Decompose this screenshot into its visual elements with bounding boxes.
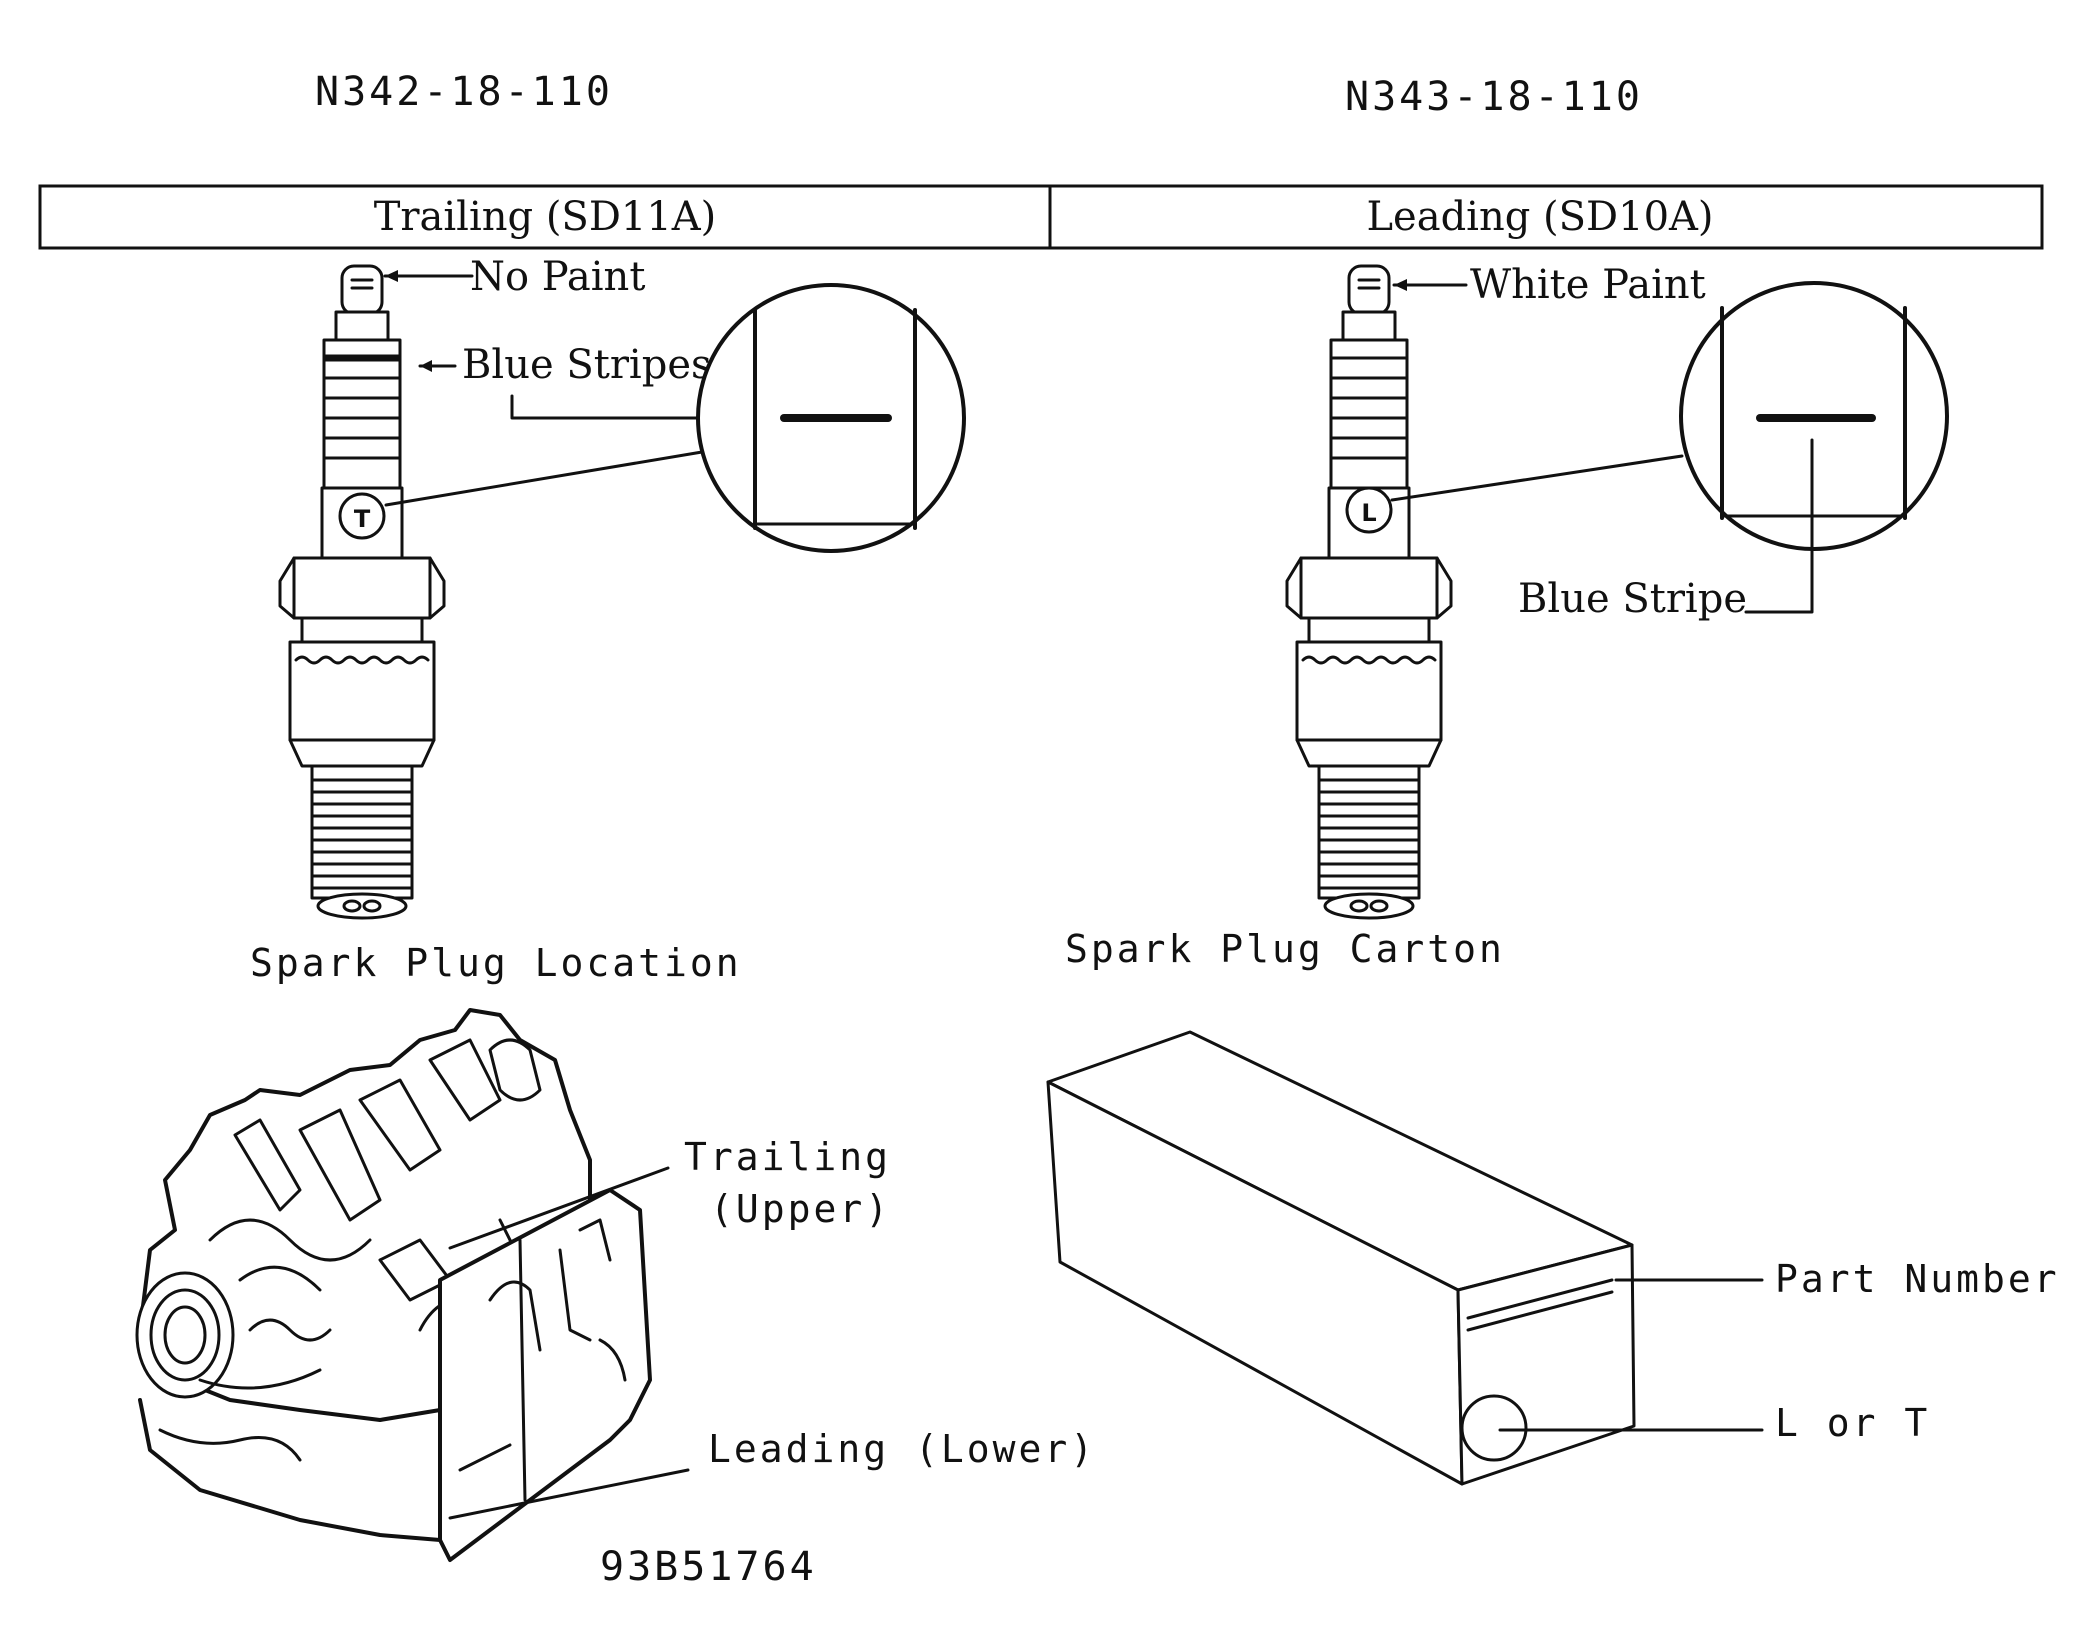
trailing-upper-label-1: Trailing: [684, 1135, 891, 1179]
header-trailing: Trailing (SD11A): [374, 194, 717, 240]
trailing-location-leader: [448, 1166, 670, 1250]
figure-code: 93B51764: [600, 1544, 817, 1590]
trailing-magnifier: [696, 283, 966, 553]
carton-title: Spark Plug Carton: [1065, 927, 1505, 971]
trailing-spark-plug: [278, 264, 446, 920]
location-title: Spark Plug Location: [250, 941, 742, 985]
part-number-leading: N343-18-110: [1345, 74, 1643, 120]
trailing-upper-label-2: (Upper): [710, 1187, 891, 1231]
white-paint-label: White Paint: [1470, 262, 1706, 308]
blue-stripes-label: Blue Stripes: [462, 342, 712, 388]
l-or-t-label: L or T: [1775, 1401, 1930, 1445]
part-number-trailing: N342-18-110: [315, 69, 613, 115]
leading-marker: L: [1361, 499, 1376, 527]
leading-location-leader: [448, 1468, 690, 1520]
header-table: [38, 184, 2044, 250]
leading-magnifier: [1679, 281, 1949, 551]
no-paint-label: No Paint: [470, 254, 645, 300]
leading-spark-plug: [1285, 264, 1453, 920]
header-leading: Leading (SD10A): [1366, 194, 1713, 240]
engine-illustration: [135, 1008, 652, 1562]
part-number-label: Part Number: [1775, 1257, 2060, 1301]
leading-lower-label: Leading (Lower): [708, 1427, 1096, 1471]
blue-stripe-label: Blue Stripe: [1518, 576, 1747, 622]
trailing-marker: T: [354, 505, 371, 533]
carton-box: [1046, 1030, 1636, 1486]
